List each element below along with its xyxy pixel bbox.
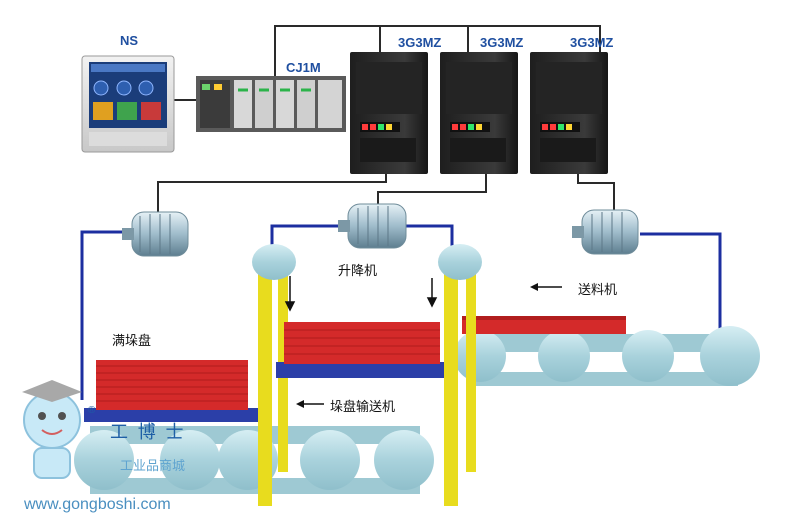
lift-label: 升降机 (338, 263, 378, 278)
ns-touch-panel (81, 55, 175, 153)
inverter-3 (530, 52, 608, 174)
tray-conveyor-arrow (296, 400, 324, 408)
mascot-logo (22, 380, 82, 479)
lift-frame (252, 244, 482, 506)
watermark-brand: 工 博 士 (110, 422, 186, 443)
full-tray-label: 满垛盘 (112, 333, 152, 348)
tray-conveyor-label: 垛盘输送机 (330, 399, 396, 414)
watermark-url: www.gongboshi.com (24, 496, 171, 513)
full-tray-stack (96, 360, 248, 410)
inverter-2-label: 3G3MZ (480, 35, 524, 50)
watermark-mall: 工业品商城 (120, 458, 186, 473)
cj1m-plc (196, 76, 346, 132)
feeder-direction-arrow (530, 283, 562, 291)
watermark-registered: ® (88, 405, 96, 416)
cj1m-label: CJ1M (286, 60, 321, 75)
control-wiring (157, 25, 615, 214)
feeder-conveyor (454, 316, 760, 386)
motor-lift (338, 203, 407, 249)
inverter-1 (350, 52, 428, 174)
motor-wiring (80, 224, 722, 400)
inverter-1-label: 3G3MZ (398, 35, 442, 50)
motor-left (122, 211, 189, 257)
tray-conveyor (74, 408, 434, 494)
inverter-3-label: 3G3MZ (570, 35, 614, 50)
feeder-label: 送料机 (578, 282, 618, 297)
lift-down-arrows (284, 276, 438, 312)
ns-label: NS (120, 33, 139, 48)
motor-feeder (572, 209, 639, 255)
inverter-2 (440, 52, 518, 174)
